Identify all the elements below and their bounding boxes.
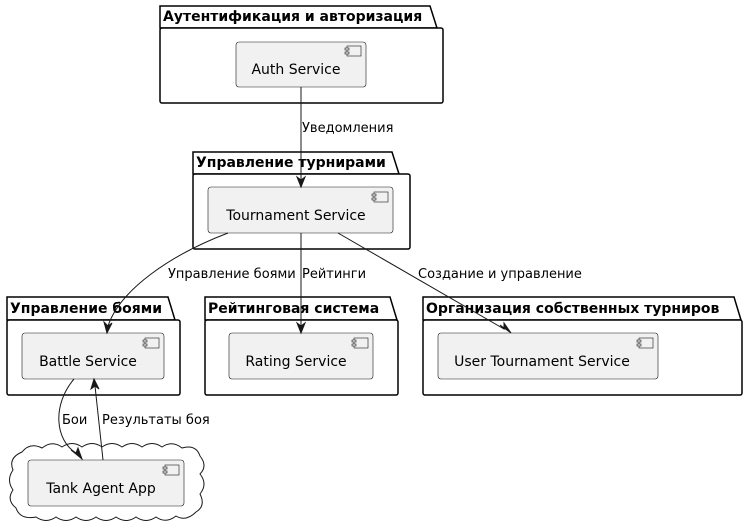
component-user-tournament-service[interactable]: User Tournament Service <box>437 332 659 380</box>
edge-label-notifications: Уведомления <box>302 121 393 136</box>
edge-battle-to-tank-agent: Бои <box>58 378 87 461</box>
component-tournament-service[interactable]: Tournament Service <box>207 186 394 234</box>
component-battle-service[interactable]: Battle Service <box>21 332 165 380</box>
edge-label-battles: Бои <box>62 413 87 428</box>
edge-auth-to-tournament: Уведомления <box>295 87 393 189</box>
edge-label-battle-management: Управление боями <box>168 267 296 282</box>
edge-tournament-to-battle: Управление боями <box>103 232 296 335</box>
edge-label-battle-results: Результаты боя <box>102 413 210 428</box>
component-rating-service[interactable]: Rating Service <box>228 332 374 380</box>
package-auth: Аутентификация и авторизация <box>159 5 444 104</box>
battle-service-label: Battle Service <box>39 354 137 370</box>
package-tournaments-title: Управление турнирами <box>196 155 386 171</box>
component-auth-service[interactable]: Auth Service <box>235 41 367 88</box>
package-rating-title: Рейтинговая система <box>208 301 379 317</box>
rating-service-label: Rating Service <box>245 354 346 370</box>
edge-label-creation-management: Создание и управление <box>418 267 582 282</box>
auth-service-label: Auth Service <box>251 62 340 78</box>
tournament-service-label: Tournament Service <box>225 208 365 224</box>
edge-tournament-to-user-tournament: Создание и управление <box>337 232 582 334</box>
package-user-tournaments-title: Организация собственных турниров <box>426 301 720 317</box>
edge-tank-agent-to-battle: Результаты боя <box>90 377 210 461</box>
package-auth-title: Аутентификация и авторизация <box>163 9 422 25</box>
package-battles-title: Управление боями <box>10 301 162 317</box>
user-tournament-service-label: User Tournament Service <box>454 354 630 370</box>
component-tank-agent-app[interactable]: Tank Agent App <box>27 459 185 507</box>
edge-label-ratings: Рейтинги <box>302 267 366 282</box>
edge-tournament-to-rating: Рейтинги <box>295 233 366 335</box>
tank-agent-app-label: Tank Agent App <box>45 481 156 497</box>
